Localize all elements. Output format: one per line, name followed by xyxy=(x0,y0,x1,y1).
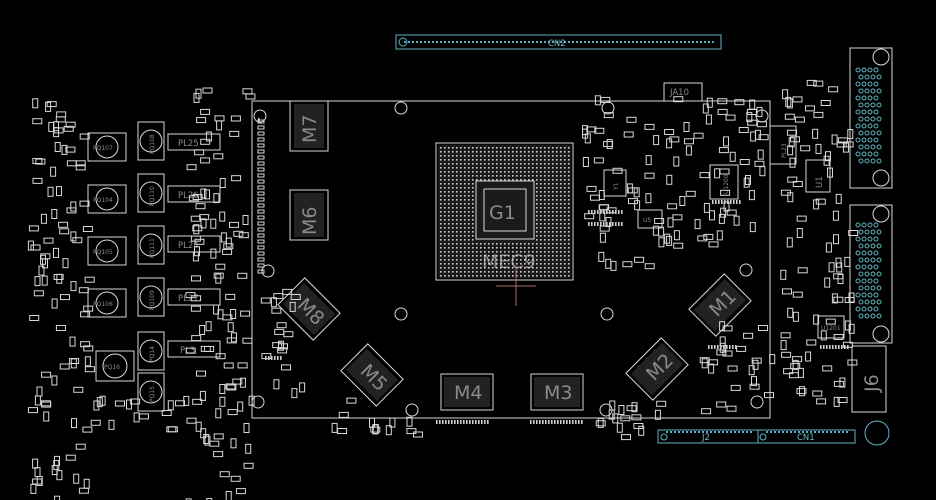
gpu-marking-label: MEC9 xyxy=(482,251,536,273)
display-connector-j6: J6 xyxy=(851,345,887,413)
crystal-y1: Y1 xyxy=(603,169,627,197)
mosfet-pq111: PQ111 xyxy=(137,225,165,265)
display-connector-middle xyxy=(849,204,893,344)
mosfet-pq15: PQ15 xyxy=(137,372,165,412)
mosfet-pq104: PQ104 xyxy=(87,184,127,214)
mosfet-pq109: PQ109 xyxy=(137,277,165,317)
inductor-pl25: PL25 xyxy=(167,133,221,151)
svg-text:PQ107: PQ107 xyxy=(93,145,113,152)
cn1-connector: CN1 xyxy=(757,429,856,444)
gpu-label: G1 xyxy=(489,202,516,224)
svg-text:PL3: PL3 xyxy=(180,346,195,356)
passive-components xyxy=(27,79,859,500)
memory-chip-m4: M4 xyxy=(440,373,494,411)
gpu-chip-g1: G1 MEC9 xyxy=(435,142,574,281)
svg-text:PQ16: PQ16 xyxy=(104,364,120,371)
gpu-area-outline xyxy=(251,100,771,419)
memory-chip-m6: M6 xyxy=(289,189,329,241)
mosfet-pq16: PQ16 xyxy=(95,350,135,382)
reference-marker xyxy=(496,266,536,306)
inductor-pl26: PL26 xyxy=(167,185,221,203)
memory-label-m7: M7 xyxy=(299,115,321,143)
svg-text:CN1: CN1 xyxy=(797,433,815,443)
display-connector-top xyxy=(849,47,893,189)
svg-text:PQ109: PQ109 xyxy=(149,290,156,310)
mosfet-pq14: PQ14 xyxy=(137,331,165,371)
cn2-connector: CN2 xyxy=(395,34,722,50)
mounting-holes xyxy=(251,101,769,417)
svg-text:PQ108: PQ108 xyxy=(149,134,156,154)
memory-label-m6: M6 xyxy=(299,207,321,235)
memory-label-m3: M3 xyxy=(544,382,572,404)
mosfet-pq110: PQ110 xyxy=(137,173,165,213)
svg-text:J2: J2 xyxy=(701,433,710,443)
svg-text:U1200: U1200 xyxy=(723,174,730,194)
svg-text:PQ14: PQ14 xyxy=(149,346,156,362)
svg-text:PQ110: PQ110 xyxy=(149,186,156,206)
svg-text:PL27: PL27 xyxy=(178,294,199,304)
svg-text:U1201: U1201 xyxy=(821,325,841,332)
svg-text:PQ15: PQ15 xyxy=(149,386,156,402)
svg-text:PQ106: PQ106 xyxy=(93,301,113,308)
mosfet-pq105: PQ105 xyxy=(87,236,127,266)
display-pin-field xyxy=(855,67,882,319)
ic-u1: U1 xyxy=(805,159,831,193)
mosfet-pq106: PQ106 xyxy=(87,288,127,318)
ic-u1201: U1201 xyxy=(817,315,845,339)
svg-text:PQ104: PQ104 xyxy=(93,197,113,204)
svg-text:U5: U5 xyxy=(643,217,651,224)
svg-text:PQ111: PQ111 xyxy=(149,238,156,258)
mosfet-pq107: PQ107 xyxy=(87,132,127,162)
ic-u1200: U1200 xyxy=(709,164,739,200)
svg-text:Y1: Y1 xyxy=(613,182,620,191)
svg-text:PL25: PL25 xyxy=(178,139,199,149)
memory-chip-m7: M7 xyxy=(289,100,329,152)
cn2-label: CN2 xyxy=(548,39,566,49)
mosfet-pq108: PQ108 xyxy=(137,121,165,161)
svg-text:PL24: PL24 xyxy=(178,241,199,251)
fiducial-circle xyxy=(864,420,890,446)
svg-text:JA10: JA10 xyxy=(669,88,689,98)
memory-chip-m3: M3 xyxy=(530,373,584,411)
svg-text:U1: U1 xyxy=(815,176,825,188)
vrm-mosfets: PQ107 PQ108 PQ104 PQ110 PQ105 PQ111 xyxy=(87,121,165,412)
svg-text:PQ105: PQ105 xyxy=(93,249,113,256)
svg-text:J6: J6 xyxy=(861,374,883,393)
svg-text:PL26: PL26 xyxy=(178,191,199,201)
inductor-pl27: PL27 xyxy=(167,288,221,306)
svg-text:PL23: PL23 xyxy=(781,143,788,158)
ic-pl23: PL23 xyxy=(769,125,797,165)
memory-label-m4: M4 xyxy=(454,382,482,404)
